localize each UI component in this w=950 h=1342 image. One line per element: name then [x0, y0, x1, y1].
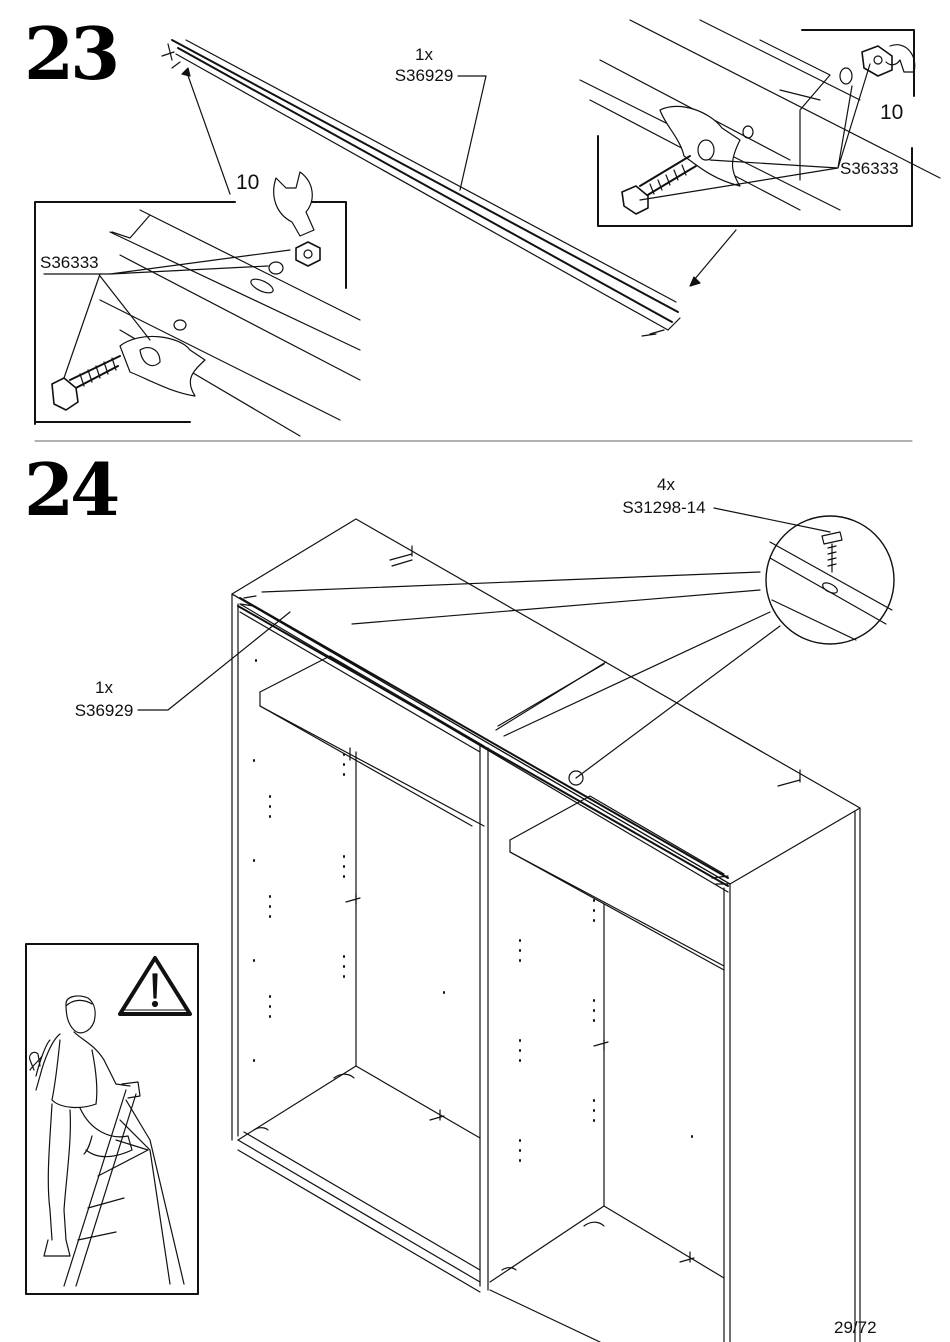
screw-icon: [821, 531, 843, 545]
wardrobe-carcass-step24: [231, 518, 861, 1342]
man-on-stepladder-illustration: [29, 995, 185, 1287]
wrench-size-left: 10: [236, 171, 260, 194]
bolt-code-left: S36333: [40, 253, 99, 272]
rail-s36929-step24: [237, 595, 729, 887]
step24-rail-qty-label: 1x: [95, 678, 113, 697]
wrench-icon: [273, 171, 315, 237]
bolt-code-right: S36333: [840, 159, 899, 178]
step-number-24: 24: [24, 447, 120, 532]
detail-box-right-step23: [579, 19, 941, 227]
washer-icon: [268, 261, 284, 275]
leader-to-rail-left: [185, 69, 231, 195]
rail-qty-label: 1x: [415, 45, 433, 64]
step24-rail-code-label: S36929: [74, 701, 134, 720]
nut-icon: [295, 241, 321, 267]
page-number: 29/72: [834, 1318, 877, 1337]
detail-box-left-step23: [34, 171, 361, 437]
screw-magnifier: [261, 507, 895, 779]
rail-s36929-step23: [161, 39, 681, 337]
step-number-23: 23: [24, 11, 120, 96]
safety-warning-box: [25, 943, 199, 1295]
screw-qty-label: 4x: [657, 475, 675, 494]
warning-triangle-icon: [118, 956, 192, 1016]
wrench-size-right: 10: [880, 101, 904, 124]
screw-code-label: S31298-14: [622, 498, 706, 517]
rail-code-label: S36929: [394, 66, 454, 85]
